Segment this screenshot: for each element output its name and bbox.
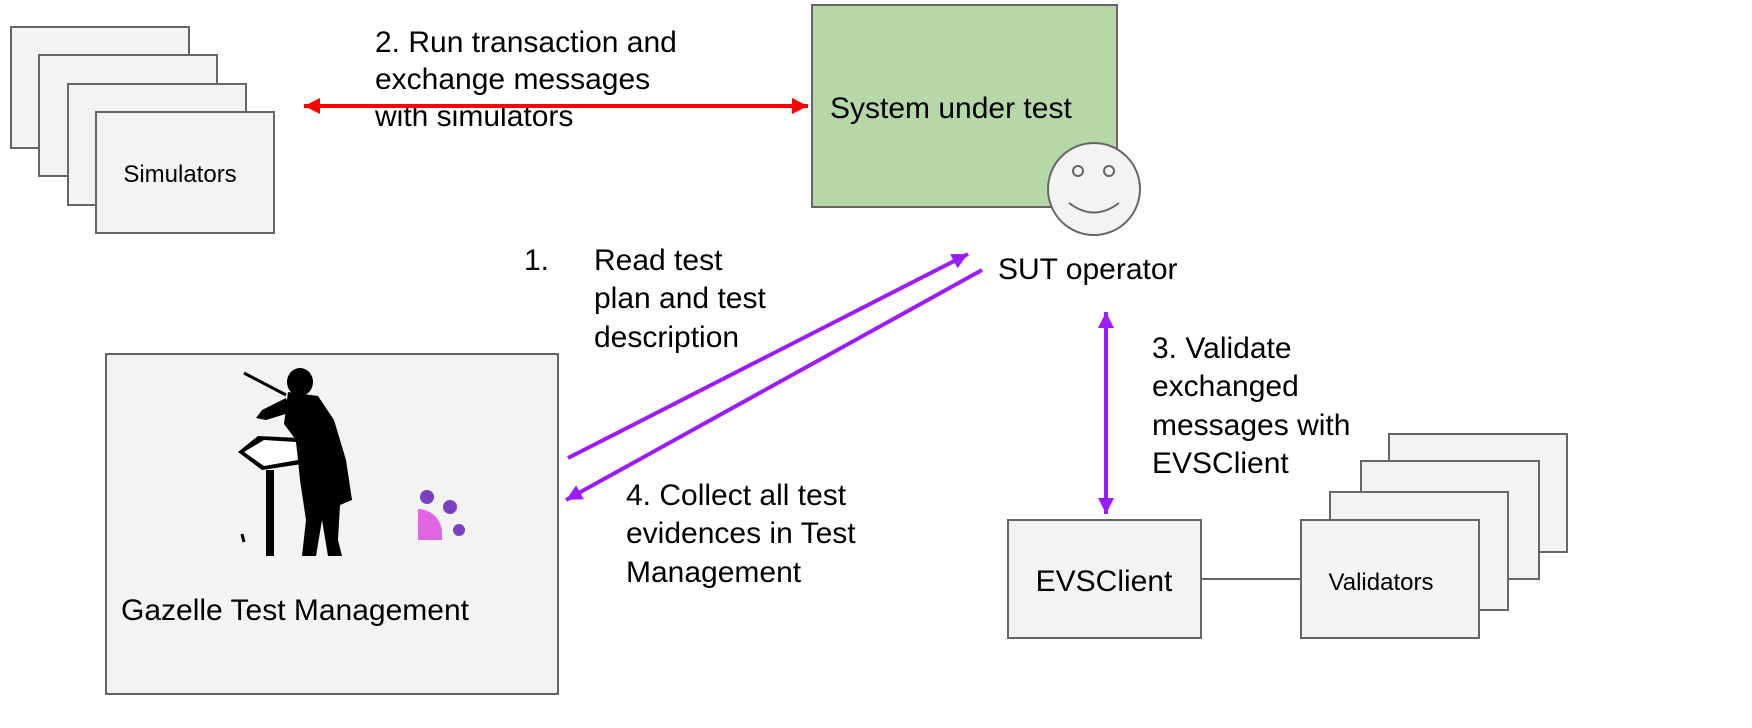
- step4-annotation: 4. Collect all test evidences in Test Ma…: [626, 479, 856, 589]
- evsclient: EVSClient: [1007, 519, 1202, 639]
- gazelle-logo-icon: [418, 490, 465, 540]
- step3-line-1: 3. Validate: [1152, 332, 1292, 365]
- step3-line-2: exchanged: [1152, 370, 1299, 403]
- step3-line-3: messages with: [1152, 409, 1350, 442]
- evsclient-box: [1007, 519, 1202, 639]
- gazelle-test-management: Gazelle Test Management: [105, 353, 559, 695]
- validator-card-front: [1300, 519, 1480, 639]
- step4-line-2: evidences in Test: [626, 517, 856, 550]
- collect-evidences-arrow: [565, 268, 983, 502]
- sut-operator-label: SUT operator: [998, 253, 1178, 286]
- evsclient-label: EVSClient: [1036, 565, 1173, 598]
- step2-line-2: exchange messages: [375, 63, 650, 96]
- sut-label: System under test: [830, 92, 1072, 125]
- read-test-plan-arrow: [567, 252, 969, 460]
- step1-annotation: 1. Read test plan and test description: [524, 244, 766, 354]
- step1-line-2: plan and test: [594, 282, 766, 315]
- smiley-face-icon: [1047, 142, 1141, 236]
- step4-line-3: Management: [626, 556, 802, 589]
- step3-line-4: EVSClient: [1152, 447, 1289, 480]
- validators-label: Validators: [1329, 569, 1434, 596]
- conductor-silhouette-icon: [238, 368, 352, 556]
- simulators-stack: Simulators: [10, 26, 275, 234]
- step1-line-1: Read test: [594, 244, 723, 277]
- step1-line-3: description: [594, 321, 739, 354]
- step4-line-1: 4. Collect all test: [626, 479, 847, 512]
- step2-annotation: 2. Run transaction and exchange messages…: [374, 26, 677, 133]
- step1-number: 1.: [524, 244, 549, 277]
- validators-stack: Validators: [1300, 433, 1568, 639]
- simulator-card-front: [95, 111, 275, 234]
- simulators-label: Simulators: [123, 161, 236, 188]
- step2-line-1: 2. Run transaction and: [375, 26, 677, 59]
- step3-annotation: 3. Validate exchanged messages with EVSC…: [1152, 332, 1350, 480]
- gtm-label: Gazelle Test Management: [121, 594, 470, 627]
